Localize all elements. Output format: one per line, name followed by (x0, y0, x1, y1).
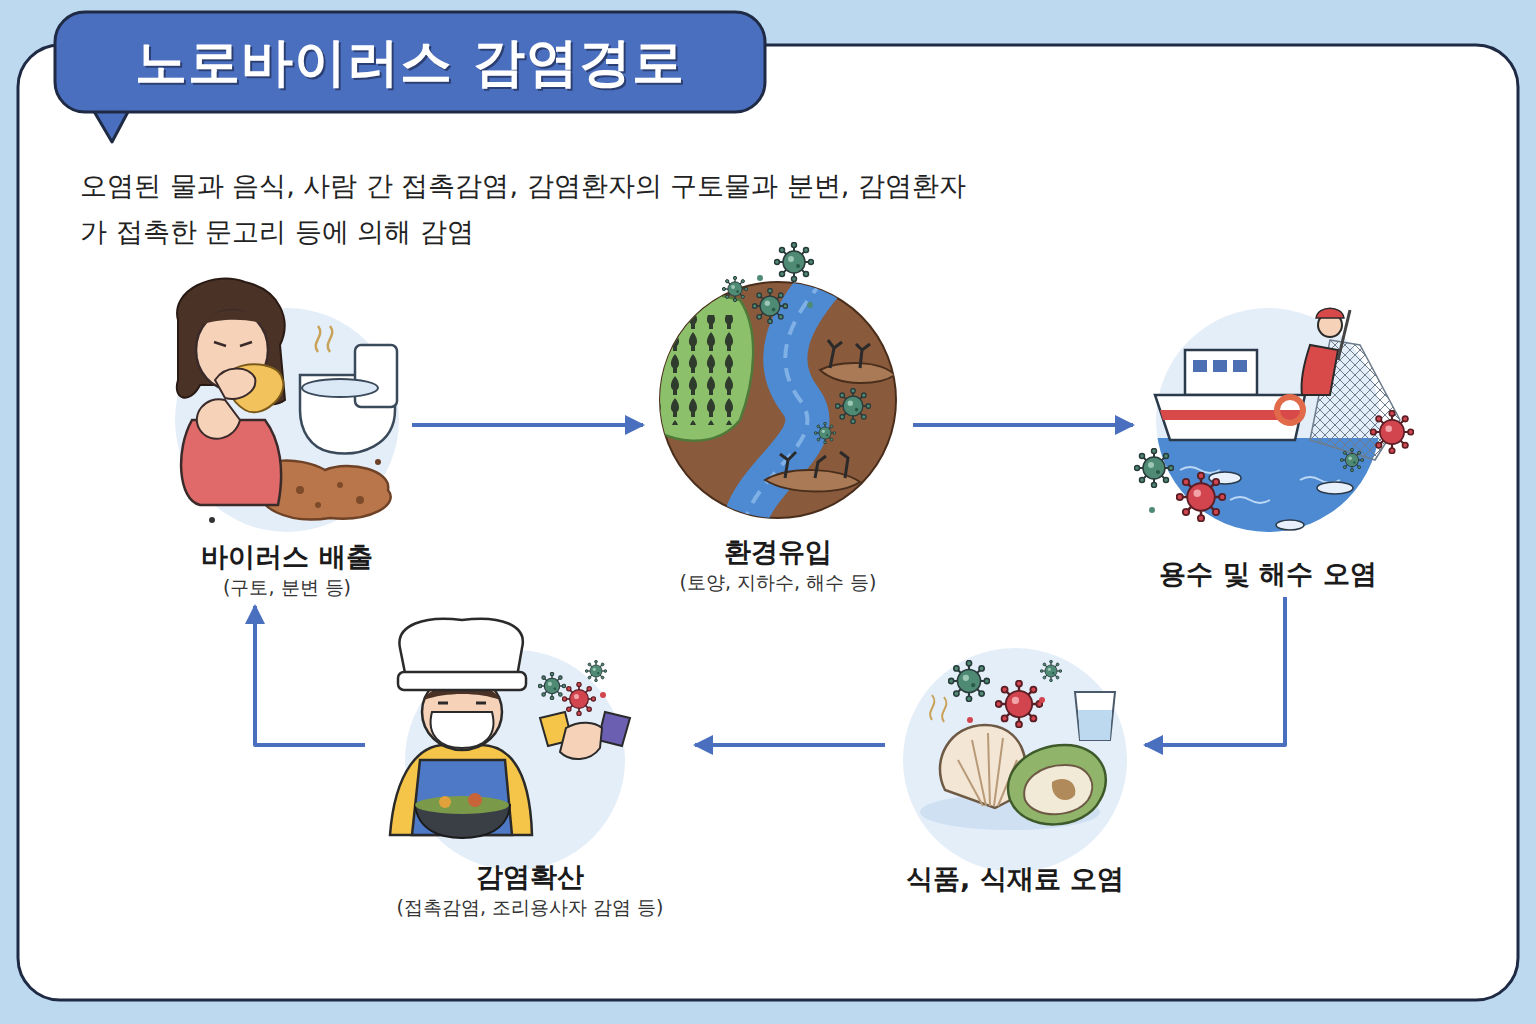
illustration-part (1040, 660, 1061, 681)
illustration-part (94, 104, 128, 109)
illustration-part (835, 388, 870, 423)
stage-note: (접촉감염, 조리용사자 감염 등) (375, 894, 685, 920)
illustration-part (1193, 360, 1207, 372)
illustration-part (967, 717, 973, 723)
illustration-part (439, 796, 451, 808)
illustration-part (596, 288, 753, 440)
illustration-part (209, 517, 215, 523)
title: 노로바이러스 감염경로 (58, 14, 762, 112)
illustration-part (296, 486, 304, 494)
illustration-part (775, 243, 814, 282)
illustration-part (315, 502, 321, 508)
illustration-part (1177, 473, 1226, 522)
illustration-part (1371, 411, 1414, 454)
illustration-part (562, 682, 595, 715)
illustration-part (757, 275, 763, 281)
illustration-part (1149, 507, 1155, 513)
illustration-part (596, 282, 895, 520)
flow-arrow (1145, 597, 1285, 745)
illustration-part (814, 422, 835, 443)
shedding-illustration (175, 278, 399, 532)
illustration-part (1302, 345, 1338, 395)
illustration-part (355, 345, 397, 407)
illustration-part (1316, 308, 1344, 318)
stage-title: 용수 및 해수 오염 (1143, 557, 1393, 591)
illustration-part (1024, 765, 1092, 814)
illustration-part (1233, 360, 1247, 372)
stage-title: 감염확산 (375, 860, 685, 894)
illustration-part (356, 496, 364, 504)
illustration-part (949, 661, 990, 702)
illustration-part (302, 379, 378, 397)
title-bubble (55, 12, 765, 112)
illustration-part (200, 310, 266, 325)
illustration-part (722, 276, 747, 301)
stage-box: 용수 및 해수 오염 (1133, 305, 1403, 597)
stage-note: (구토, 분변 등) (172, 574, 402, 600)
water-illustration (1135, 308, 1414, 538)
flow-arrow (913, 423, 1133, 427)
illustration-part (807, 302, 813, 308)
illustration-part (438, 702, 486, 705)
illustration-part (600, 692, 606, 698)
stage-box: 식품, 식재료 오염 (885, 640, 1145, 902)
illustration-part (215, 368, 255, 398)
illustration-part (752, 288, 787, 323)
illustration-part (1039, 697, 1045, 703)
environment-illustration (596, 243, 896, 521)
stage-box: 바이러스 배출(구토, 분변 등) (162, 318, 412, 606)
illustration-part (618, 315, 738, 425)
illustration-part (1008, 745, 1106, 824)
illustration-part (538, 672, 565, 699)
illustration-part (1078, 710, 1112, 740)
illustration-part (585, 660, 606, 681)
food-illustration (903, 648, 1127, 872)
stage-title: 환경유입 (653, 535, 903, 569)
illustration-part (415, 796, 509, 814)
flow-arrow (695, 743, 885, 747)
flow-arrow (412, 423, 643, 427)
illustration-part (996, 681, 1043, 728)
description-text: 오염된 물과 음식, 사람 간 접촉감염, 감염환자의 구토물과 분변, 감염환… (80, 163, 980, 255)
spread-illustration (390, 619, 630, 870)
stage-box: 감염확산(접촉감염, 조리용사자 감염 등) (365, 640, 695, 926)
illustration-part (1340, 448, 1363, 471)
illustration-part (375, 459, 381, 465)
stage-title: 식품, 식재료 오염 (895, 862, 1135, 896)
illustration-part (431, 712, 494, 748)
stage-box: 환경유입(토양, 지하수, 해수 등) (643, 300, 913, 601)
illustration-part (1276, 520, 1304, 530)
stage-title: 바이러스 배출 (172, 540, 402, 574)
illustration-part (1155, 395, 1305, 440)
illustration-part (197, 399, 240, 439)
flow-arrow (255, 606, 365, 745)
illustration-part (1135, 449, 1174, 488)
stage-note: (토양, 지하수, 해수 등) (653, 569, 903, 595)
illustration-part (337, 482, 343, 488)
illustration-part (1052, 779, 1076, 800)
panel (18, 45, 1518, 1000)
illustration-part (1185, 350, 1257, 395)
illustration-part (930, 695, 946, 722)
illustration-part (316, 326, 333, 352)
illustration-part (1075, 692, 1115, 740)
illustration-part (175, 308, 399, 532)
illustration-part (780, 340, 870, 478)
illustration-part (468, 793, 482, 807)
illustration-part (1277, 397, 1303, 423)
illustration-part (1213, 360, 1227, 372)
illustration-part (1317, 482, 1353, 494)
illustration-part (214, 342, 252, 346)
illustration-part (560, 723, 602, 759)
illustration-part (1338, 310, 1350, 360)
illustration-part (903, 648, 1127, 872)
illustration-part (398, 672, 526, 690)
